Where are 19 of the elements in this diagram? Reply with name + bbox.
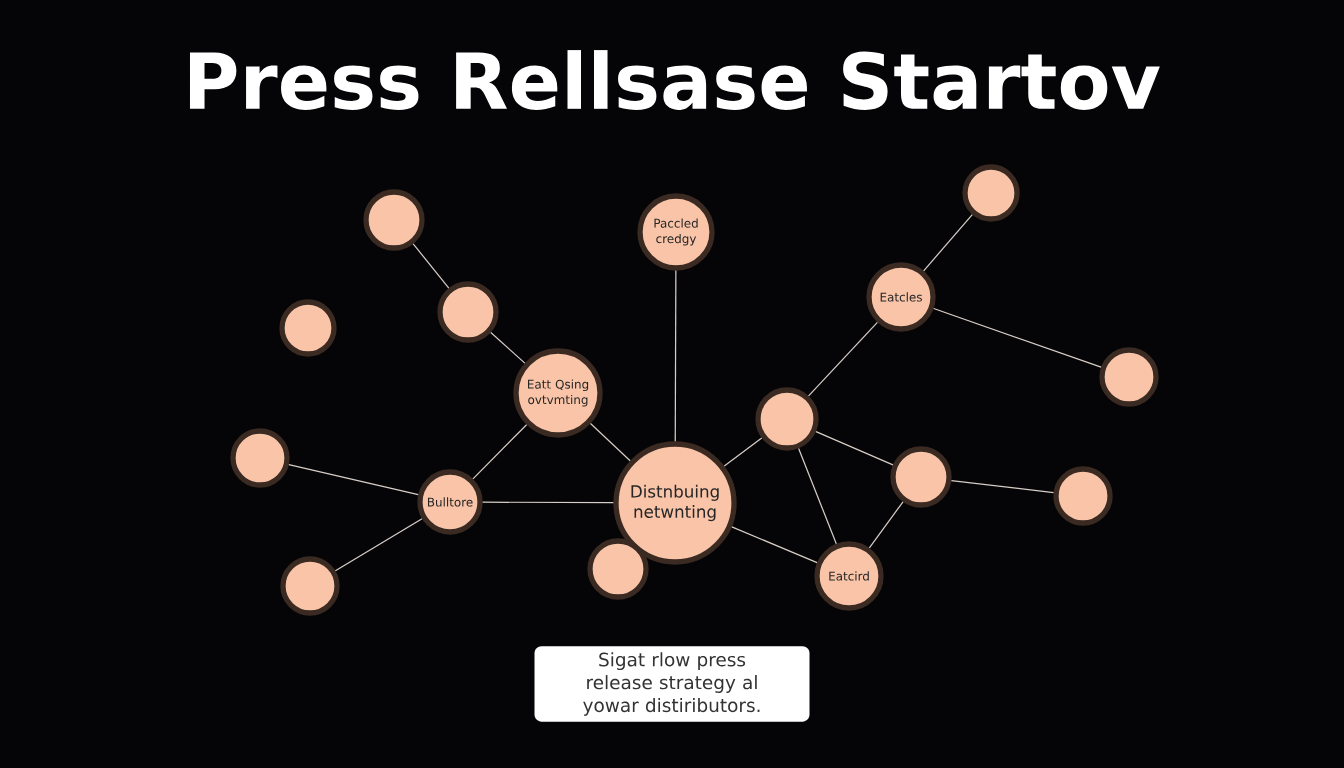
connector-line [731, 526, 818, 564]
connector-line [815, 430, 894, 466]
connector-line [674, 270, 677, 442]
connector-line [334, 518, 423, 572]
connector-line [589, 422, 631, 462]
connector-line [933, 307, 1102, 368]
connector-line [288, 464, 419, 496]
connector-line [472, 424, 528, 480]
connector-line [923, 214, 973, 272]
connector-line [723, 437, 763, 467]
connector-line [490, 331, 526, 364]
title: Press Rellsase Startov [190, 50, 1160, 110]
caption-box: Sigat rlow press release strategy al yowar distiributors. [534, 646, 810, 722]
connector-line [808, 321, 878, 397]
connector-line [868, 501, 904, 549]
connector-line [482, 501, 614, 504]
connector-line [412, 243, 450, 289]
connector-line [950, 479, 1055, 494]
connector-line [798, 447, 837, 545]
